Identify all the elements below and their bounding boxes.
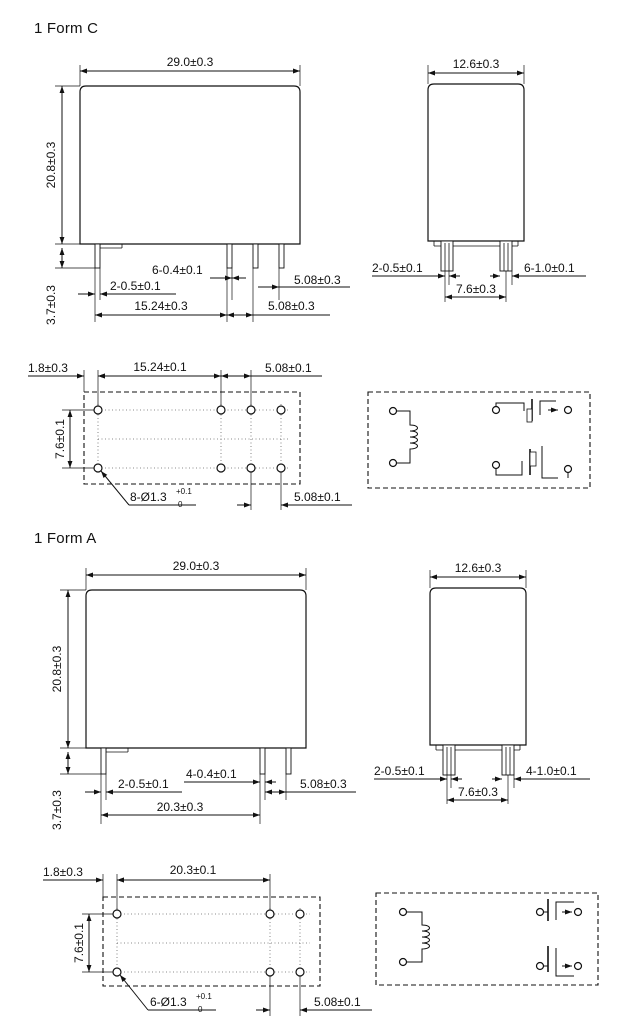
coil-symbol: [407, 911, 430, 963]
dim-fp-hole: 8-Ø1.3: [130, 490, 167, 504]
contact-terminal: [535, 961, 545, 971]
pin: [259, 747, 266, 775]
dim-fp-span: 15.24±0.1: [133, 360, 187, 374]
dim-fp-edge: 1.8±0.3: [43, 865, 83, 879]
pcb-hole: [295, 909, 305, 919]
dim-fp-hole: 6-Ø1.3: [150, 995, 187, 1009]
pcb-hole: [276, 405, 286, 415]
pcb-hole: [276, 463, 286, 473]
pin: [252, 243, 259, 269]
pcb-hole: [216, 463, 226, 473]
form-a-schematic: [375, 892, 599, 986]
pcb-hole: [265, 909, 275, 919]
dim-side-width: 12.6±0.3: [453, 57, 500, 71]
pin: [226, 243, 233, 269]
form-c-front-view: 29.0±0.3 20.8±0.3 3.7±0.3 6-0.4±0.1 5.08…: [44, 55, 350, 325]
relay-body-side: [429, 587, 527, 746]
pcb-hole: [112, 909, 122, 919]
contact-terminal: [573, 907, 583, 917]
schematic-outline: [375, 892, 599, 986]
coil-terminal: [398, 907, 408, 917]
dim-front-width: 29.0±0.3: [167, 55, 214, 69]
dim-pin-thickness: 6-0.4±0.1: [152, 263, 203, 277]
footprint-outline: [102, 896, 321, 987]
relay-body-front: [85, 589, 307, 749]
contact-terminal: [535, 907, 545, 917]
pin: [501, 744, 515, 776]
pcb-hole: [216, 405, 226, 415]
coil-terminal: [388, 458, 398, 468]
pin: [442, 744, 456, 776]
footprint-outline: [83, 391, 301, 485]
form-a-front-view: 29.0±0.3 20.8±0.3 3.7±0.3 2-0.5±0.1 4-0.…: [50, 559, 356, 830]
pcb-hole: [246, 405, 256, 415]
dim-front-width: 29.0±0.3: [173, 559, 220, 573]
dim-fp-pitch-bot: 5.08±0.1: [294, 490, 341, 504]
coil-terminal: [388, 406, 398, 416]
dim-fp-hole-tol-minus: 0: [198, 1005, 203, 1014]
schematic-outline: [367, 391, 591, 489]
dim-pin-thickness: 4-0.4±0.1: [186, 767, 237, 781]
section-title-form-a: 1 Form A: [34, 530, 97, 547]
contact-terminal: [573, 961, 583, 971]
dim-pitch-c: 5.08±0.3: [268, 299, 315, 313]
coil-symbol: [397, 410, 418, 464]
form-c-footprint: 1.8±0.3 15.24±0.1 5.08±0.1 7.6±0.1 8-Ø1.…: [28, 360, 352, 510]
dim-pin-length: 3.7±0.3: [44, 285, 58, 325]
dim-pitch-a: 5.08±0.3: [300, 777, 347, 791]
dim-side-pin-a: 2-0.5±0.1: [372, 261, 423, 275]
contact-terminal: [491, 405, 501, 415]
dim-fp-hole-tol-plus: +0.1: [196, 992, 212, 1001]
dim-fp-pitch-bot: 5.08±0.1: [314, 995, 361, 1009]
relay-body-front: [79, 85, 301, 245]
pin: [440, 240, 454, 272]
dim-pitch-b: 15.24±0.3: [134, 299, 188, 313]
dim-side-pin-a: 2-0.5±0.1: [374, 764, 425, 778]
pcb-hole: [112, 967, 122, 977]
dim-height: 20.8±0.3: [50, 645, 64, 692]
pcb-hole: [265, 967, 275, 977]
dim-pitch-a: 5.08±0.3: [294, 273, 341, 287]
dim-pin-length: 3.7±0.3: [50, 790, 64, 830]
dim-side-width: 12.6±0.3: [455, 561, 502, 575]
dim-fp-span: 20.3±0.1: [170, 863, 217, 877]
dim-fp-edge: 1.8±0.3: [28, 361, 68, 375]
form-a-side-view: 12.6±0.3 2-0.5±0.1 4-1.0±0.1 7.6±0.3: [374, 561, 590, 804]
dim-fp-hole-tol-plus: +0.1: [176, 487, 192, 496]
pcb-hole: [246, 463, 256, 473]
form-c-side-view: 12.6±0.3 2-0.5±0.1 6-1.0±0.1 7.6±0.3: [372, 57, 586, 302]
dim-pitch-b: 20.3±0.3: [157, 800, 204, 814]
contact-terminal: [491, 460, 501, 470]
pin: [499, 240, 513, 272]
dim-fp-pitch-top: 5.08±0.1: [265, 361, 312, 375]
dim-pin-width: 2-0.5±0.1: [118, 777, 169, 791]
pin: [94, 243, 101, 269]
pcb-hole: [93, 463, 103, 473]
dim-side-pin-b: 4-1.0±0.1: [526, 764, 577, 778]
pin: [100, 747, 107, 775]
form-a-footprint: 1.8±0.3 20.3±0.1 7.6±0.1 6-Ø1.3 +0.1 0 5…: [43, 863, 372, 1016]
dim-fp-row: 7.6±0.1: [72, 923, 86, 963]
dim-side-row: 7.6±0.3: [456, 282, 496, 296]
pin: [278, 243, 285, 269]
contact-terminal: [563, 405, 573, 415]
form-c-schematic: [367, 391, 591, 489]
section-title-form-c: 1 Form C: [34, 20, 99, 37]
dim-fp-hole-tol-minus: 0: [178, 500, 183, 509]
pin: [285, 747, 292, 775]
pcb-hole: [93, 405, 103, 415]
relay-body-side: [427, 83, 525, 242]
dim-fp-row: 7.6±0.1: [53, 419, 67, 459]
pcb-hole: [295, 967, 305, 977]
dim-side-pin-b: 6-1.0±0.1: [524, 261, 575, 275]
coil-terminal: [398, 957, 408, 967]
dim-height: 20.8±0.3: [44, 141, 58, 188]
dim-pin-width: 2-0.5±0.1: [110, 279, 161, 293]
contact-terminal: [563, 464, 573, 474]
dim-side-row: 7.6±0.3: [458, 785, 498, 799]
